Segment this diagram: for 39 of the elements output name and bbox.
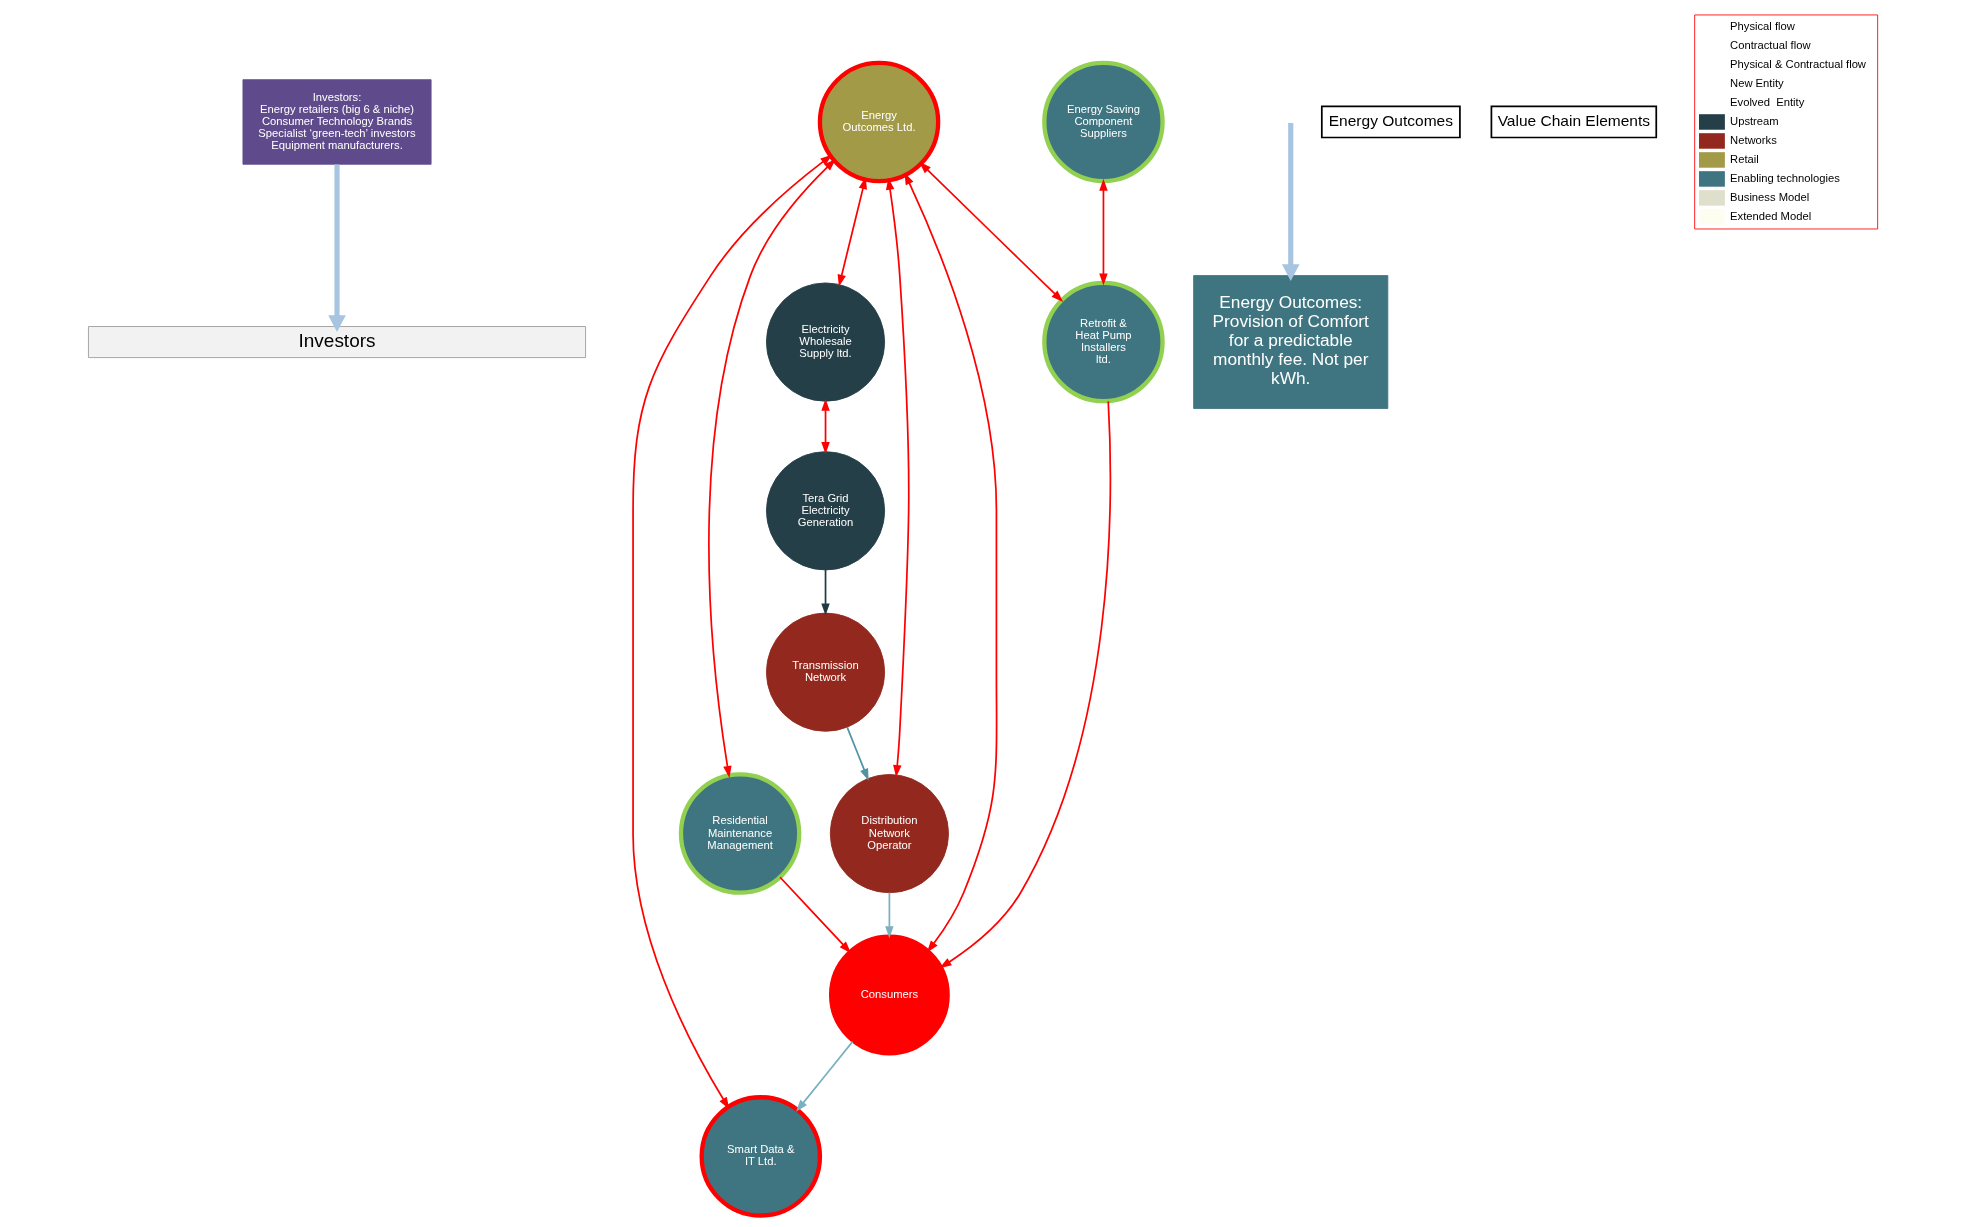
arrow: [1281, 122, 1300, 281]
node-circle: Residential Maintenance Management: [678, 772, 802, 895]
arrow: [885, 891, 894, 939]
node-circle: Retrofit & Heat Pump Installers ltd.: [1042, 280, 1165, 404]
node-circle: Electricity Wholesale Supply ltd.: [766, 282, 886, 402]
node-box: Investors: [88, 326, 586, 358]
legend-label: New Entity: [1730, 76, 1784, 89]
node-circle: Transmission Network: [766, 612, 886, 732]
legend-label: Business Model: [1730, 190, 1810, 203]
legend-label: Contractual flow: [1730, 38, 1811, 51]
arrow: [821, 569, 830, 616]
arrow: [796, 1040, 854, 1112]
legend-label: Physical flow: [1730, 19, 1795, 32]
node-circle: Distribution Network Operator: [829, 774, 949, 894]
arrow: [708, 159, 836, 779]
legend-label: Evolved Entity: [1730, 95, 1805, 108]
node-box: Investors: Energy retailers (big 6 & niche) Consumer Technology Brands Specialist ‘green-tech’ investors Equipment manufacturers.: [242, 79, 432, 165]
node-circle: Energy Saving Component Suppliers: [1042, 60, 1165, 184]
legend-label: Physical & Contractual flow: [1730, 57, 1866, 70]
legend-label: Enabling technologies: [1730, 171, 1840, 184]
arrow: [885, 177, 910, 778]
label: Energy Outcomes: [1328, 111, 1453, 129]
legend-label: Extended Model: [1730, 209, 1812, 222]
node-circle: Tera Grid Electricity Generation: [766, 451, 886, 571]
arrow: [919, 161, 1064, 303]
arrow: [632, 154, 833, 1110]
arrow: [821, 398, 830, 455]
label: Value Chain Elements: [1497, 111, 1651, 129]
arrow: [1099, 178, 1108, 286]
legend-label: Networks: [1730, 133, 1777, 146]
arrow: [846, 726, 869, 781]
arrow: [837, 177, 867, 287]
arrow: [904, 172, 998, 953]
arrow: [779, 876, 852, 954]
node-box: Energy Outcomes: Provision of Comfort for a predictable monthly fee. Not per kWh.: [1193, 275, 1389, 409]
legend-label: Upstream: [1730, 114, 1779, 127]
arrow: [939, 400, 1112, 969]
legend-label: Retail: [1730, 152, 1759, 165]
arrow: [328, 164, 346, 332]
